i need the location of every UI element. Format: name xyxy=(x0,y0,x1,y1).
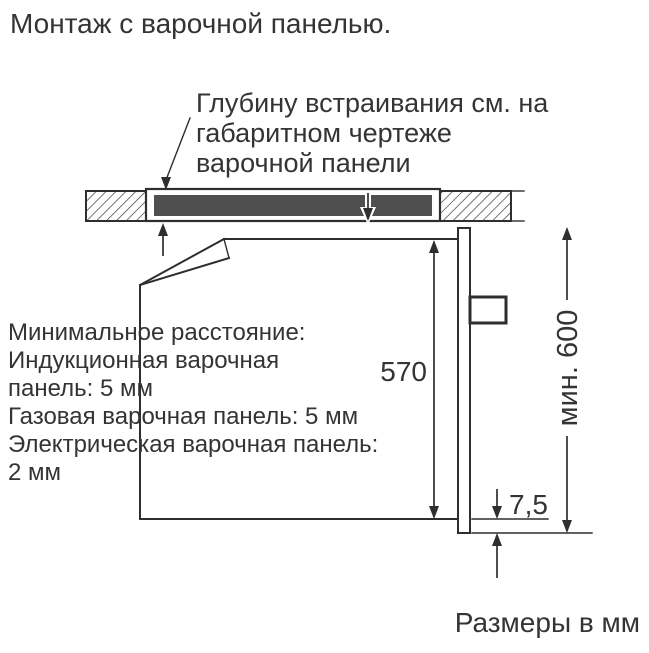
countertop xyxy=(85,190,525,222)
annotation-text-line-2: габаритном чертеже xyxy=(196,118,452,148)
dim-570-arrow-down-icon xyxy=(429,506,439,519)
annotation-leader-line xyxy=(165,117,191,181)
dim-7-5-arrow-up-icon xyxy=(492,533,502,546)
dim-7-5-label: 7,5 xyxy=(509,489,548,520)
oven-vent-wedge-upper-line xyxy=(138,237,226,287)
dim-600-arrow-up-icon xyxy=(562,227,572,240)
footer-label: Размеры в мм xyxy=(455,607,640,638)
dim-570-arrow-up-icon xyxy=(429,240,439,253)
note-line-5: Электрическая варочная панель: xyxy=(8,431,378,458)
note-line-1: Минимальное расстояние: xyxy=(8,319,305,346)
min-distance-arrow-up-icon xyxy=(158,223,168,236)
annotation-arrow-icon xyxy=(161,177,171,190)
note-line-6: 2 мм xyxy=(8,459,61,486)
note-line-4: Газовая варочная панель: 5 мм xyxy=(8,403,358,430)
oven-vent-wedge-edge-line xyxy=(223,238,230,259)
note-line-2: Индукционная варочная xyxy=(8,347,279,374)
min-distance-note: Минимальное расстояние: Индукционная вар… xyxy=(8,319,378,486)
embed-depth-indicator xyxy=(360,191,376,225)
power-socket xyxy=(468,295,508,325)
embed-depth-annotation: Глубину встраивания см. на габаритном че… xyxy=(161,88,549,190)
oven-vent-wedge-lower-line xyxy=(138,256,231,287)
countertop-left-section xyxy=(85,190,147,222)
countertop-right-section xyxy=(439,190,512,222)
annotation-text-line-3: варочной панели xyxy=(196,148,411,178)
embed-depth-arrow-down-icon xyxy=(363,208,373,221)
page-title: Монтаж с варочной панелью. xyxy=(10,8,391,39)
dim-7-5-arrow-down-icon xyxy=(492,506,502,519)
dimension-cavity-height: 570 xyxy=(380,240,439,519)
hob-panel xyxy=(144,187,442,223)
dim-570-label: 570 xyxy=(380,356,427,387)
hob-panel-body xyxy=(154,195,432,216)
min-distance-indicator xyxy=(158,223,168,256)
annotation-text-line-1: Глубину встраивания см. на xyxy=(196,88,549,118)
dimension-min-niche-height: мин. 600 xyxy=(471,227,593,534)
dim-600-label: мин. 600 xyxy=(552,310,584,427)
note-line-3: панель: 5 мм xyxy=(8,375,153,402)
oven-outline xyxy=(138,227,508,534)
dimension-bottom-gap: 7,5 xyxy=(471,489,549,578)
dim-600-arrow-down-icon xyxy=(562,520,572,533)
